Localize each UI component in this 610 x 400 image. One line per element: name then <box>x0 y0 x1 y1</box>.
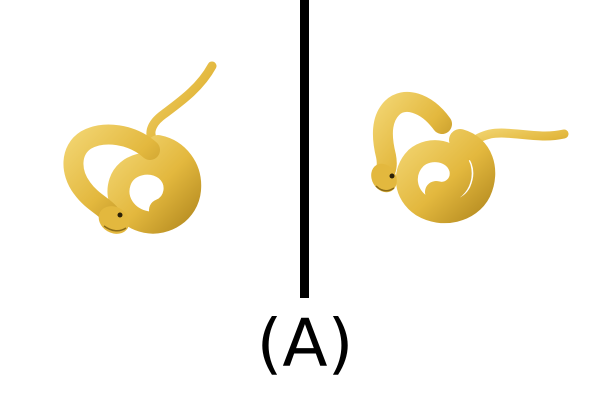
snake-mouth <box>375 185 395 192</box>
figure-caption: (A) <box>256 305 354 382</box>
snake-head <box>371 163 397 193</box>
divider-line <box>300 0 309 298</box>
snake-tail <box>146 61 217 151</box>
snake-image-left <box>63 61 217 234</box>
snake-eye <box>117 212 123 218</box>
right-panel <box>310 0 610 300</box>
left-panel <box>0 0 300 300</box>
snake-image-right <box>371 91 569 224</box>
snake-coil <box>396 129 496 224</box>
snake-coil <box>107 135 202 234</box>
snake-mouth <box>103 225 127 232</box>
snake-eye <box>389 173 395 179</box>
snake-neck <box>63 124 160 224</box>
